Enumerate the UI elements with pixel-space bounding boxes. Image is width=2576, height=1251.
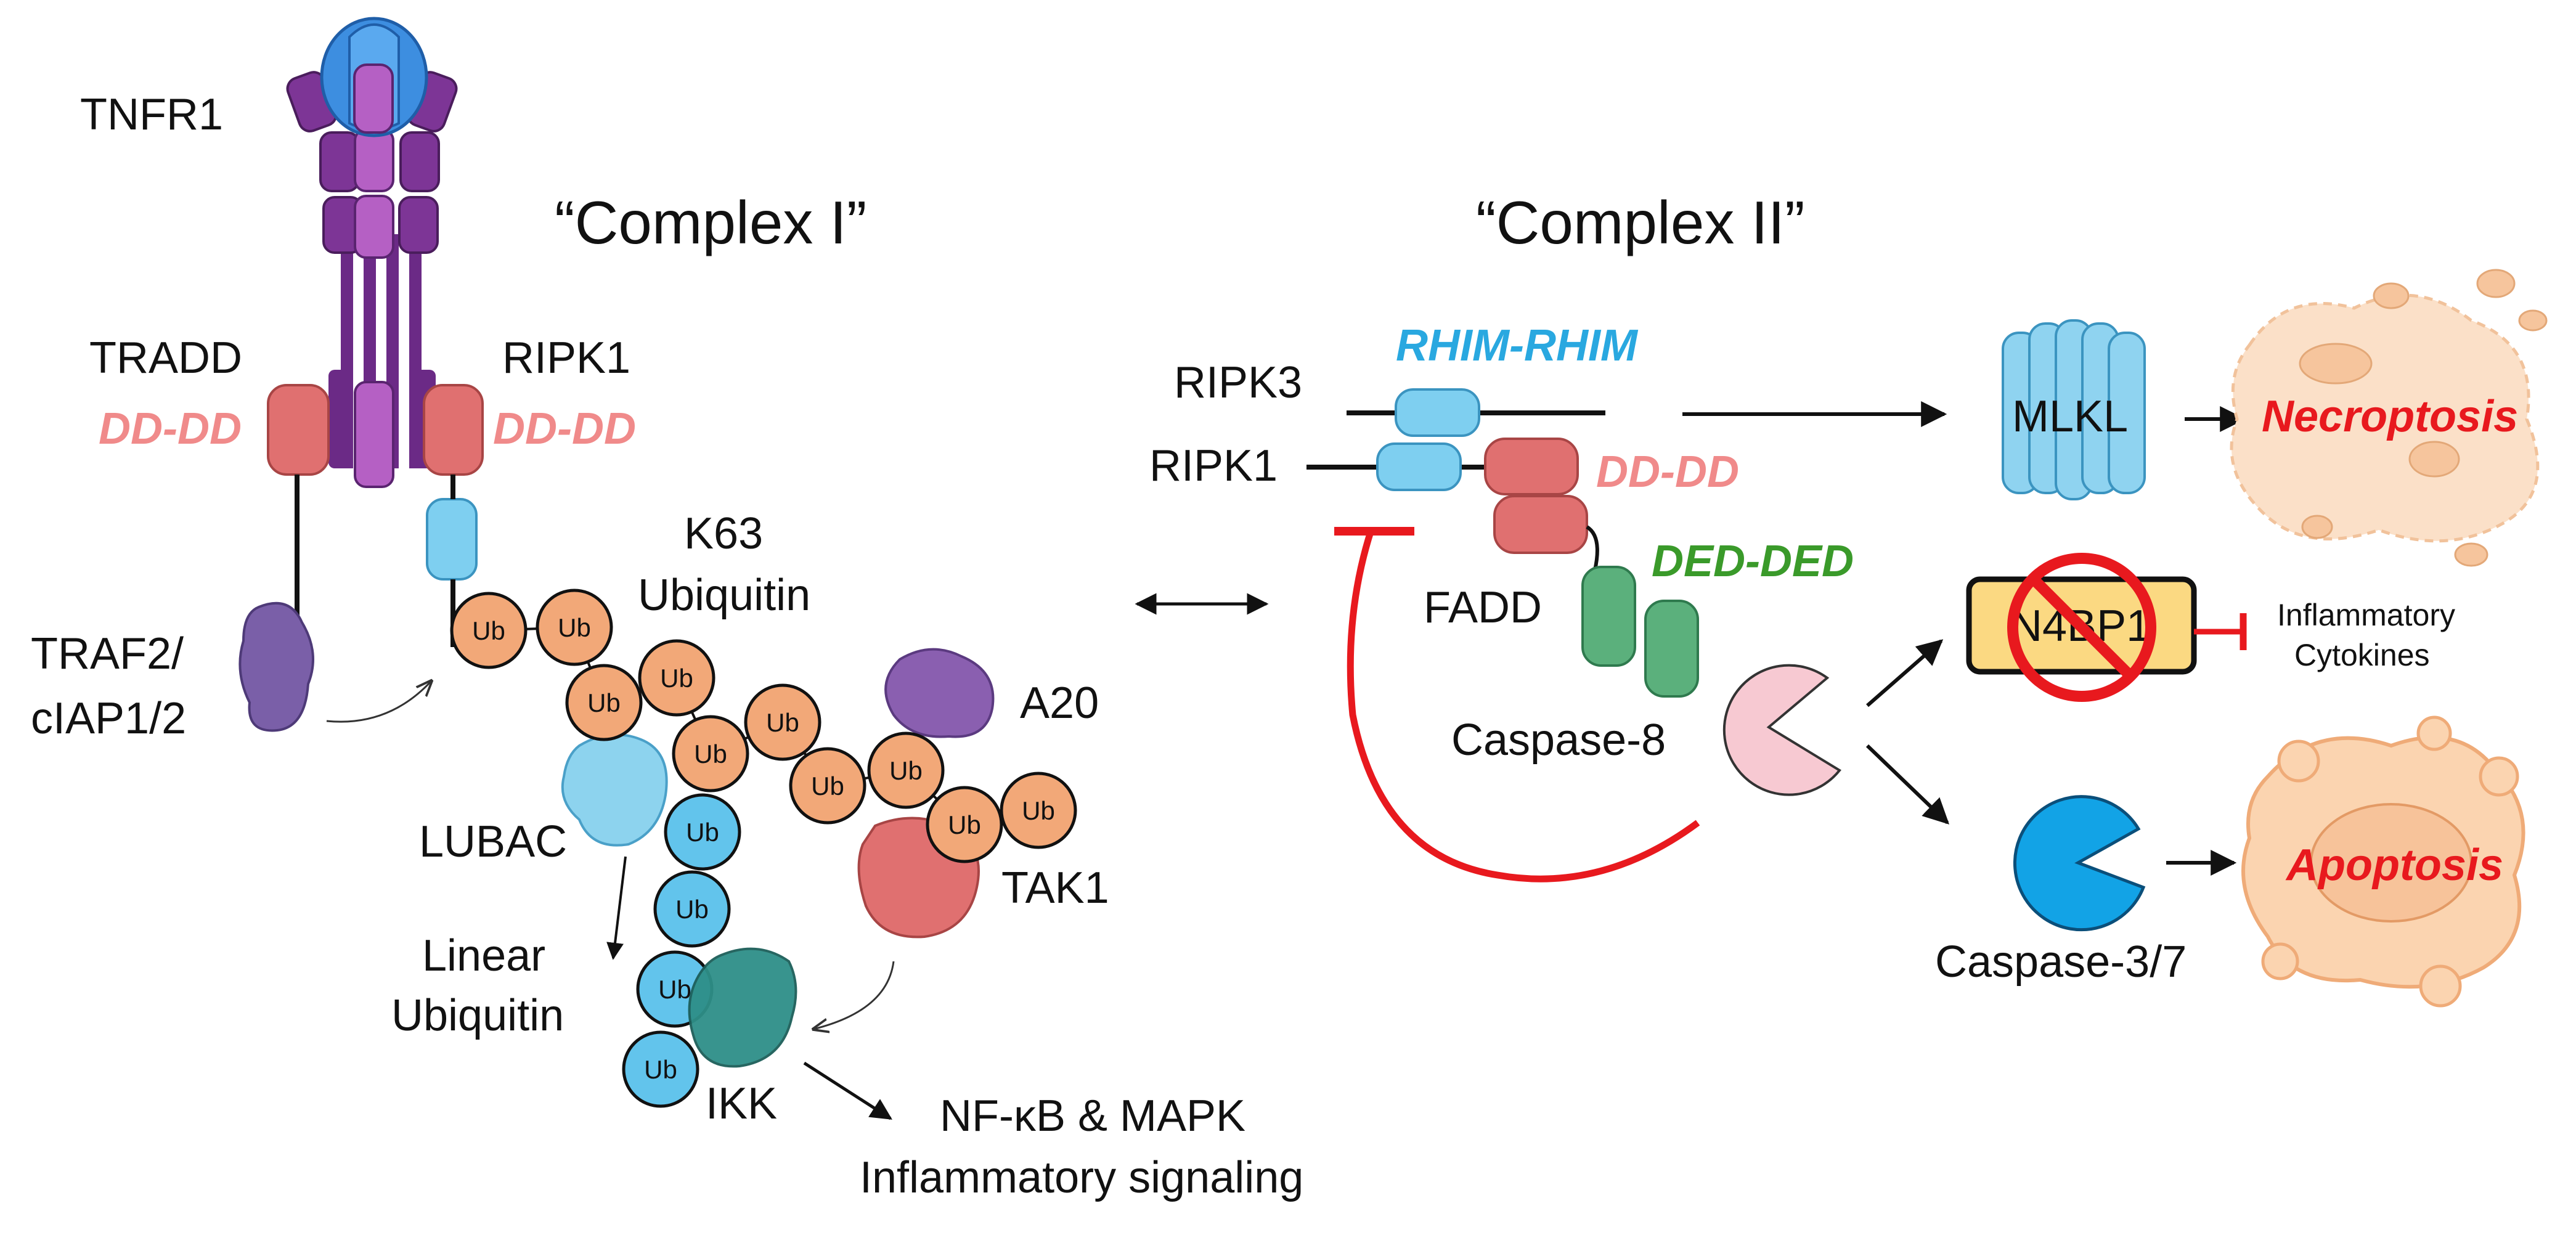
ripk1-kinase-domain: [426, 498, 478, 581]
ubiquitin-label: Ub: [694, 740, 727, 768]
traf2-label-line2: cIAP1/2: [31, 694, 186, 743]
ubiquitin-label: Ub: [587, 688, 621, 717]
traf2-ciap-protein: [238, 601, 314, 732]
ubiquitin-label: Ub: [660, 664, 693, 693]
ubiquitin-label: Ub: [675, 895, 709, 924]
linear-ub-label-line1: Linear: [422, 931, 545, 980]
ubiquitin-label: Ub: [1022, 796, 1055, 825]
a20-protein: [884, 648, 995, 738]
mlkl-protein: [2002, 319, 2146, 500]
caspase-8-label: Caspase-8: [1451, 715, 1666, 765]
necroptosis-label: Necroptosis: [2262, 392, 2518, 441]
complex-ii-title: “Complex II”: [1476, 189, 1805, 256]
k63-ubiquitin: [789, 747, 866, 825]
ikk-protein: [688, 947, 797, 1068]
complex-i: TNFR1 “Complex I” TRADD DD-DD RIPK1 DD-D…: [31, 17, 1303, 1202]
ubiquitin-label: Ub: [889, 756, 923, 785]
apoptosis-label: Apoptosis: [2285, 841, 2503, 890]
fadd-ded-domain: [1581, 566, 1636, 667]
necroptotic-cell: [2230, 269, 2548, 567]
prohibited-icon: [2007, 553, 2156, 702]
complex-i-title: “Complex I”: [555, 189, 866, 256]
linear-ubiquitin: [664, 793, 741, 871]
k63-ubiquitin: [565, 664, 643, 741]
lubac-protein: [561, 733, 668, 847]
ripk1-dd-label: DD-DD: [493, 404, 636, 454]
ubiquitin-label: Ub: [686, 818, 719, 847]
ubiquitin-label: Ub: [658, 975, 691, 1004]
cytokines-label-line2: Cytokines: [2294, 638, 2430, 672]
linear-ubiquitin: [622, 1030, 699, 1108]
tak1-label: TAK1: [1001, 863, 1109, 913]
k63-ubiquitin: [744, 683, 821, 761]
ripk1-label-complex-i: RIPK1: [502, 333, 630, 383]
tradd-dd-label: DD-DD: [99, 404, 242, 454]
a20-label: A20: [1020, 678, 1099, 728]
tnfr1-label: TNFR1: [80, 90, 223, 139]
k63-ubiquitin: [450, 592, 528, 669]
fadd-label: FADD: [1424, 583, 1542, 632]
ripk3-rhim-domain: [1395, 388, 1480, 437]
traf2-label-line1: TRAF2/: [31, 629, 184, 678]
ubiquitin-label: Ub: [811, 772, 844, 801]
ripk1-dd-domain: [1484, 438, 1579, 495]
ubiquitin-label: Ub: [644, 1055, 677, 1084]
tnfr1-receptor: [286, 17, 458, 488]
ripk1-dd-protein: [423, 384, 484, 476]
k63-ubiquitin: [638, 639, 715, 717]
ripk3-label: RIPK3: [1174, 358, 1302, 407]
complex-ii: “Complex II” RHIM-RHIM RIPK3 RIPK1 DD-DD…: [1149, 189, 2548, 1008]
apoptotic-cell: [2241, 715, 2525, 1008]
linear-ub-label-line2: Ubiquitin: [391, 991, 564, 1040]
ubiquitin-label: Ub: [948, 810, 981, 839]
tradd-label: TRADD: [89, 333, 242, 383]
complex-ii-dd-label: DD-DD: [1596, 447, 1739, 497]
k63-ubiquitin: [926, 786, 1003, 863]
rhim-label: RHIM-RHIM: [1396, 321, 1639, 370]
k63-ubiquitin: [867, 731, 945, 809]
tnf-ligand: [320, 17, 428, 137]
caspase-3-7-protein: [2013, 795, 2146, 932]
ded-label: DED-DED: [1652, 537, 1854, 586]
k63-label-line2: Ubiquitin: [638, 571, 810, 620]
mlkl-label: MLKL: [2012, 392, 2128, 441]
ubiquitin-label: Ub: [558, 613, 591, 642]
ripk1-rhim-domain: [1376, 442, 1462, 491]
output-label-line2: Inflammatory signaling: [860, 1153, 1303, 1202]
k63-ubiquitin: [536, 589, 613, 666]
casp8-ded-domain: [1644, 600, 1699, 698]
k63-ubiquitin: [1000, 772, 1077, 849]
ikk-label: IKK: [706, 1079, 777, 1128]
caspase-8-inhibition-loop: [1347, 529, 1700, 882]
tradd-protein: [267, 384, 330, 476]
linear-ubiquitin: [653, 870, 731, 948]
ubiquitin-label: Ub: [766, 708, 799, 737]
caspase-3-7-label: Caspase-3/7: [1935, 937, 2187, 987]
ripk1-label-complex-ii: RIPK1: [1149, 441, 1278, 491]
caspase-8-protein: [1722, 664, 1841, 796]
ubiquitin-label: Ub: [472, 616, 505, 645]
cytokines-label-line1: Inflammatory: [2277, 598, 2455, 632]
fadd-dd-domain: [1493, 495, 1588, 554]
k63-ubiquitin: [672, 715, 749, 793]
k63-label-line1: K63: [684, 509, 763, 558]
lubac-label: LUBAC: [419, 817, 567, 866]
output-label-line1: NF-κB & MAPK: [940, 1091, 1245, 1141]
